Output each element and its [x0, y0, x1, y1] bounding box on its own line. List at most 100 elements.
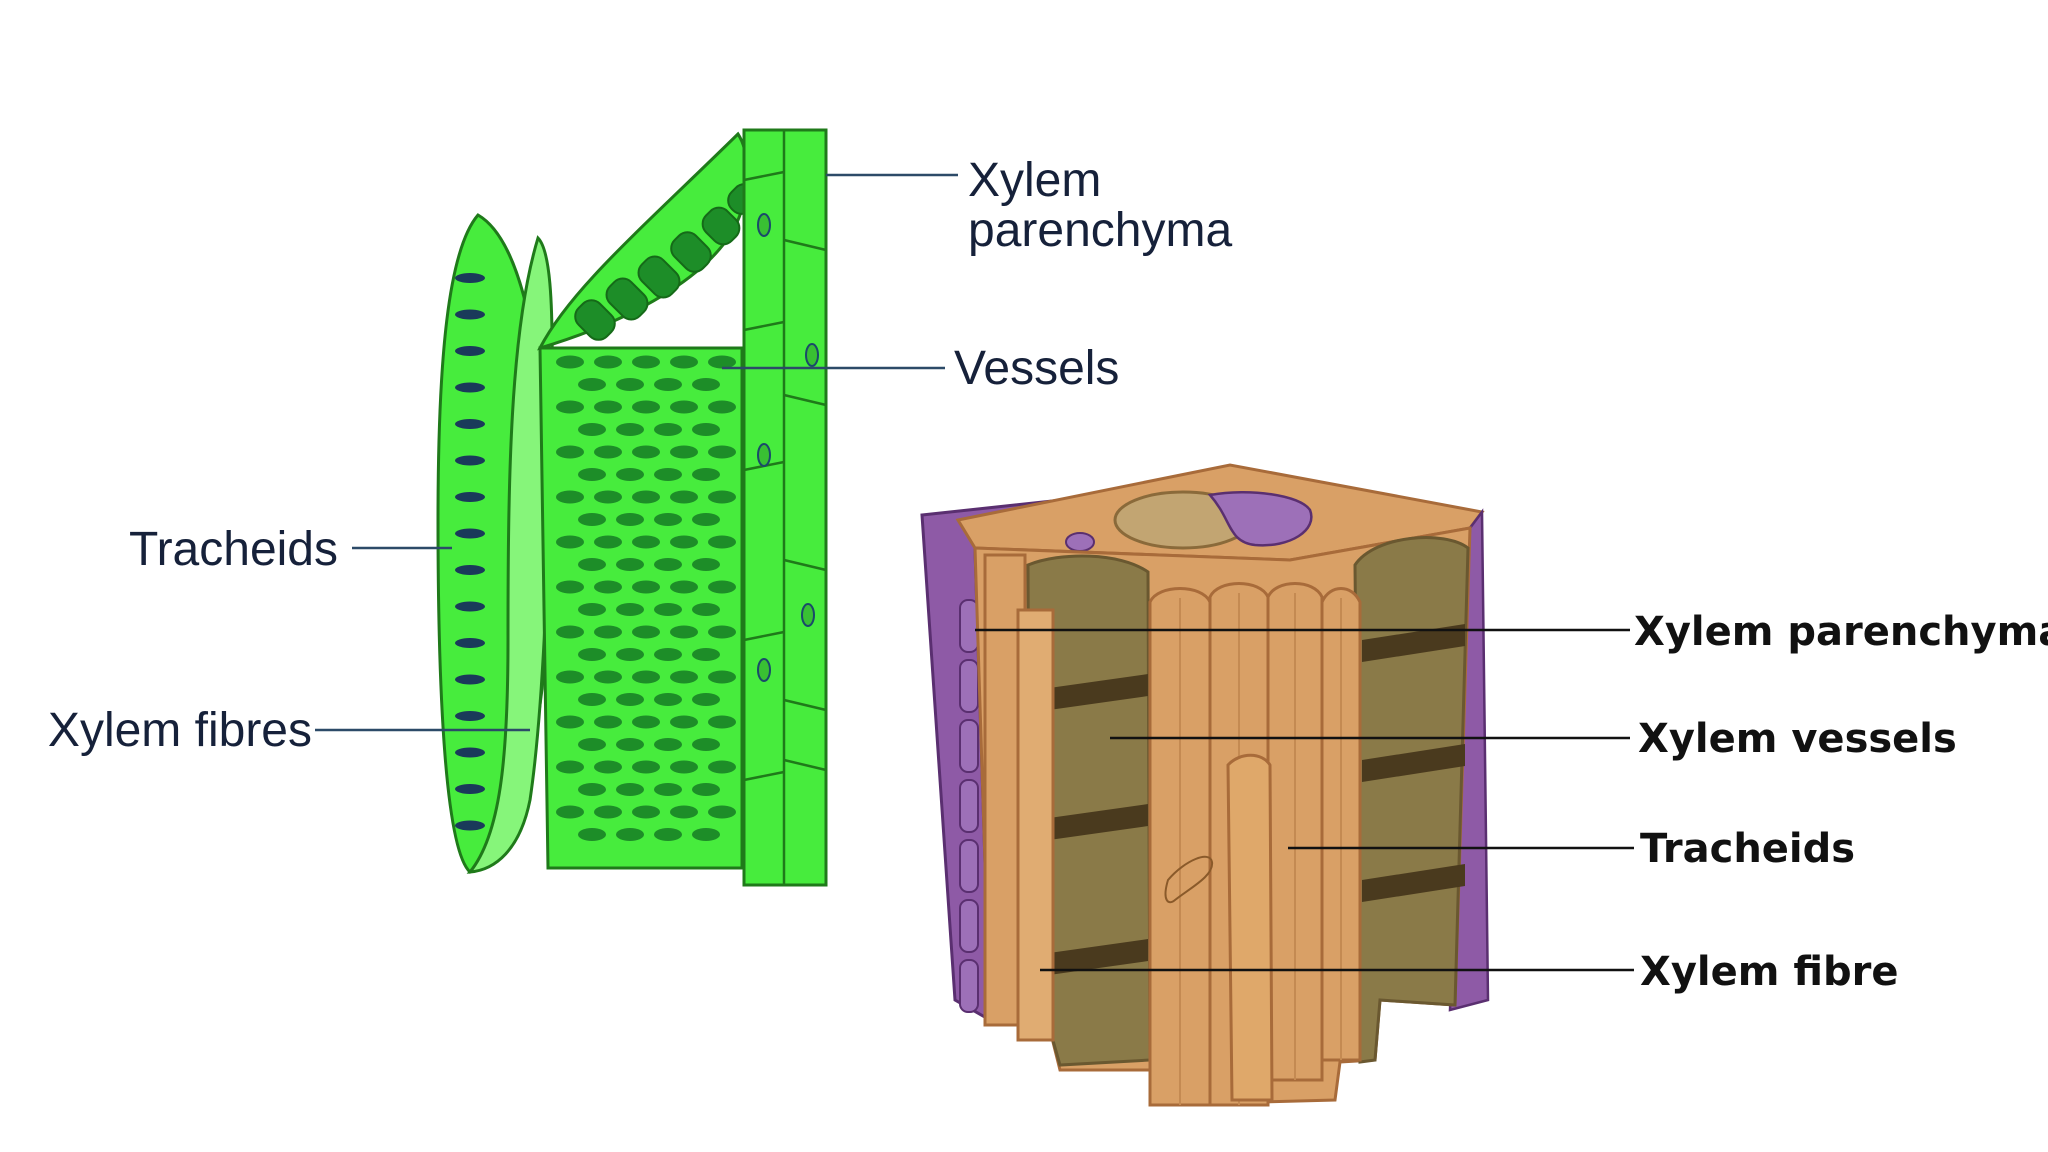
- label-tracheids-right: Tracheids: [1640, 826, 1855, 872]
- vessel-lid-slit: [605, 277, 649, 321]
- xylem-block-illustration: [920, 463, 1490, 1107]
- tracheid-pit: [455, 820, 485, 831]
- tracheid-pit: [455, 565, 485, 575]
- vessel-lid-slit: [701, 206, 741, 246]
- vessel-pit: [654, 513, 682, 526]
- parenchyma-cell-wall: [783, 698, 827, 712]
- vessel-pit: [616, 693, 644, 706]
- vessel-pit: [556, 400, 584, 414]
- vessel-pit: [578, 558, 606, 571]
- vessel-band: [1035, 939, 1148, 977]
- vessel-pit: [578, 828, 606, 841]
- tracheid-pit: [455, 711, 485, 721]
- vessel-pit: [556, 535, 584, 549]
- label-xylem-fibre: Xylem fibre: [1640, 949, 1899, 995]
- vessel-pit: [616, 603, 644, 616]
- vessel-pit: [692, 513, 720, 526]
- vessel-pit: [632, 490, 660, 504]
- vessel-pit: [556, 670, 584, 684]
- parenchyma-side-cell: [959, 899, 979, 953]
- vessel-pit: [616, 468, 644, 481]
- vessel-pit: [670, 670, 698, 684]
- label-xylem-parenchyma-line1: Xylem: [968, 154, 1101, 207]
- left-labels: Xylem parenchyma Vessels Tracheids Xylem…: [48, 154, 1233, 757]
- vessel-pit: [616, 783, 644, 796]
- vessel-pit: [654, 603, 682, 616]
- parenchyma-nucleus: [805, 343, 819, 367]
- vessel-pit: [632, 670, 660, 684]
- vessel-pit: [632, 805, 660, 819]
- parenchyma-cell-wall: [783, 393, 827, 407]
- vessel-pit: [708, 715, 736, 729]
- vessel-pit: [708, 535, 736, 549]
- vessel-pit: [616, 378, 644, 391]
- parenchyma-cell-wall: [783, 558, 827, 572]
- tracheid-pit: [455, 638, 485, 648]
- vessel-pit: [708, 760, 736, 774]
- vessel-lid-slit: [574, 299, 616, 341]
- vessel-pit: [654, 738, 682, 751]
- tracheid-pit: [455, 492, 485, 502]
- vessel-pit: [616, 828, 644, 841]
- vessel-pit: [616, 423, 644, 436]
- vessel-pit: [632, 580, 660, 594]
- vessel-pit: [692, 738, 720, 751]
- label-xylem-vessels: Xylem vessels: [1638, 716, 1957, 762]
- vessel-pit: [708, 580, 736, 594]
- parenchyma-side-cell: [959, 599, 979, 653]
- parenchyma-nucleus: [757, 443, 771, 467]
- fibre-column-left-inner: [1016, 608, 1055, 1042]
- vessel-pit: [616, 648, 644, 661]
- parenchyma-nucleus: [801, 603, 815, 627]
- label-xylem-fibres: Xylem fibres: [48, 704, 312, 757]
- vessel-pit: [632, 445, 660, 459]
- vessel-pit: [556, 355, 584, 369]
- vessel-pit: [654, 693, 682, 706]
- vessel-pit: [594, 670, 622, 684]
- parenchyma-nucleus: [757, 213, 771, 237]
- vessel-pit: [692, 423, 720, 436]
- vessel-pit: [654, 828, 682, 841]
- vessel-pit: [632, 760, 660, 774]
- vessel-pit: [578, 738, 606, 751]
- vessel-pit: [632, 625, 660, 639]
- label-xylem-parenchyma-line2: parenchyma: [968, 204, 1232, 257]
- parenchyma-cell-walls: [743, 170, 827, 782]
- vessel-pit: [632, 715, 660, 729]
- vessel-pit: [594, 535, 622, 549]
- vessel-pit: [556, 580, 584, 594]
- vessel-pits: [556, 355, 736, 841]
- vessel-pit: [594, 445, 622, 459]
- top-parenchyma-cell: [1207, 491, 1313, 547]
- vessel-pit: [594, 400, 622, 414]
- vessel-pit: [670, 805, 698, 819]
- top-small-cell: [1065, 532, 1095, 552]
- parenchyma-cell-wall: [743, 170, 785, 182]
- parenchyma-nucleus: [757, 658, 771, 682]
- tracheid-pit: [455, 273, 485, 283]
- vessel-pit: [670, 760, 698, 774]
- vessel-pit: [594, 580, 622, 594]
- parenchyma-side-cells: [959, 599, 979, 1013]
- vessel-band: [1362, 744, 1465, 782]
- tracheid-pit: [455, 309, 485, 320]
- vessel-pit: [670, 445, 698, 459]
- vessel-right-bands: [1362, 624, 1465, 902]
- vessel-pit: [708, 805, 736, 819]
- vessel-pit: [578, 648, 606, 661]
- parenchyma-cell-wall: [743, 320, 785, 332]
- vessel-pit: [632, 400, 660, 414]
- vessel-pit: [670, 490, 698, 504]
- vessel-band: [1362, 864, 1465, 902]
- vessel-pit: [654, 783, 682, 796]
- vessel-pit: [594, 805, 622, 819]
- vessel-pit: [670, 535, 698, 549]
- vessel-pit: [594, 355, 622, 369]
- vessel-right: [1353, 536, 1470, 1064]
- vessel-pit: [578, 783, 606, 796]
- vessel-pit: [708, 670, 736, 684]
- tracheid-pit: [455, 455, 485, 466]
- vessel-band: [1035, 674, 1148, 712]
- vessel-pit: [670, 355, 698, 369]
- vessel-pit: [632, 355, 660, 369]
